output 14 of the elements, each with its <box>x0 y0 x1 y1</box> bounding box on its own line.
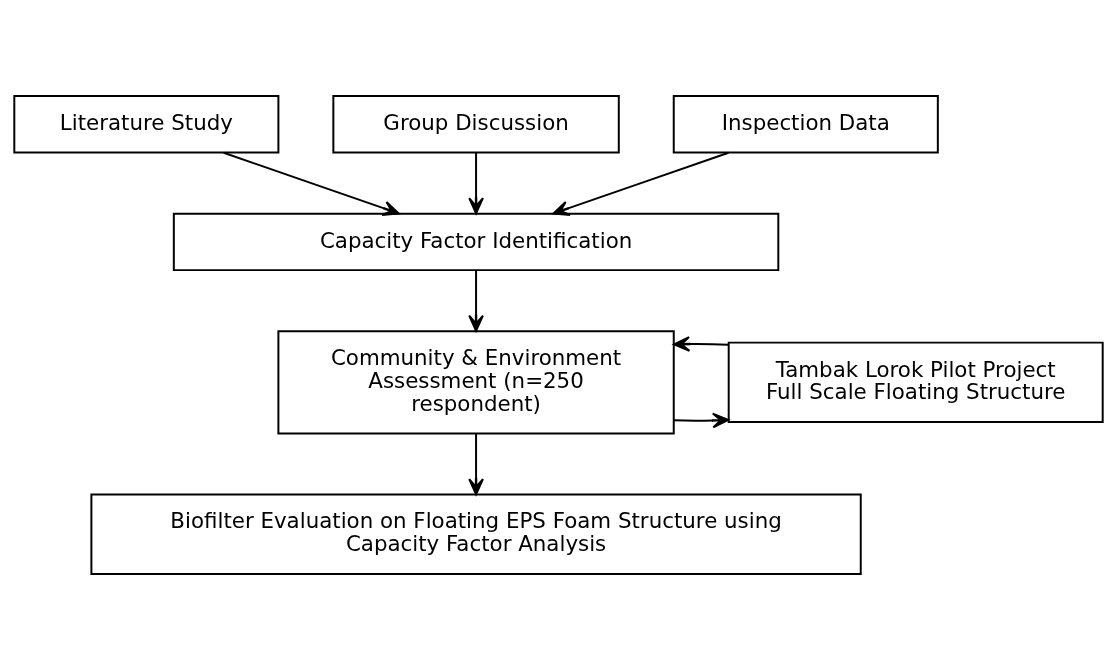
arrow <box>468 152 484 215</box>
node-box: Capacity Factor Identification <box>172 212 780 272</box>
node-box: Group Discussion <box>332 95 620 154</box>
node-box: Community & Environment Assessment (n=250 respondent) <box>277 330 675 435</box>
node-box: Tambak Lorok Pilot Project Full Scale Floating Structure <box>727 341 1104 423</box>
arrow <box>673 336 730 352</box>
node-box: Biofilter Evaluation on Floating EPS Foam Structure using Capacity Factor Analysis <box>90 493 862 575</box>
arrow <box>673 412 730 429</box>
arrow <box>552 151 730 216</box>
arrow <box>222 151 400 216</box>
arrow <box>468 269 484 332</box>
node-box: Inspection Data <box>672 95 939 154</box>
node-box: Literature Study <box>13 95 280 154</box>
arrow <box>468 432 484 496</box>
